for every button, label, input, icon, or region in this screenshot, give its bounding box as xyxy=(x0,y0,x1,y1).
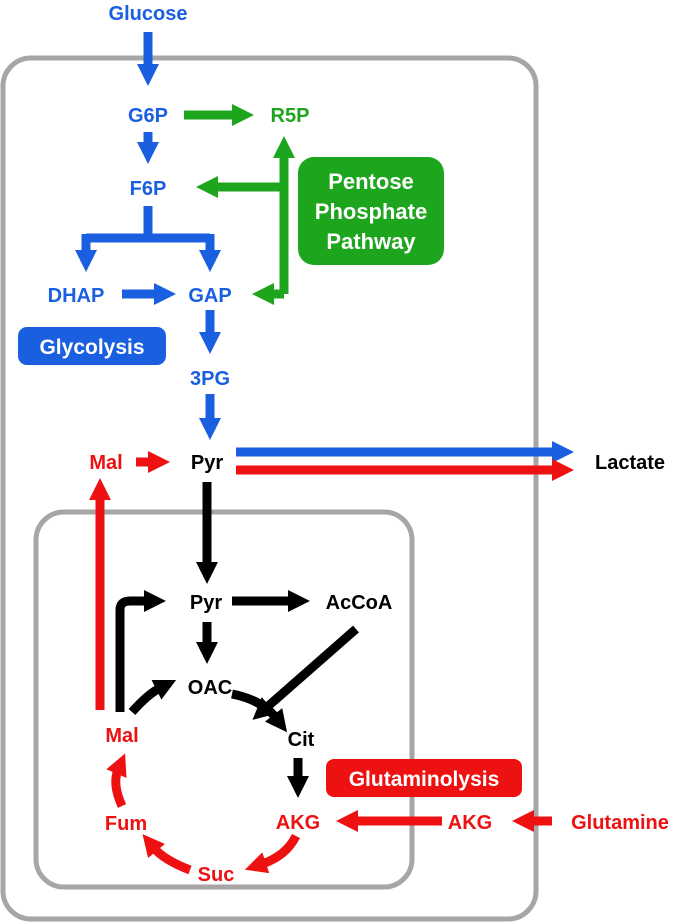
arrow-fum-mal xyxy=(106,753,127,808)
pentose-phosphate-box xyxy=(298,157,444,265)
cell-compartment xyxy=(0,55,539,922)
arrow-accoa-cit xyxy=(252,625,359,720)
node-akg-cytosol: AKG xyxy=(448,812,492,834)
node-glucose: Glucose xyxy=(109,3,188,25)
glycolysis-arrows xyxy=(75,32,574,463)
node-g6p: G6P xyxy=(128,105,168,127)
glutaminolysis-arrows xyxy=(89,451,574,875)
node-suc: Suc xyxy=(198,864,235,886)
arrow-oac-cit xyxy=(231,689,288,733)
arrow-mal-pyr-mito xyxy=(115,590,166,712)
node-3pg: 3PG xyxy=(190,368,230,390)
glutaminolysis-label: Glutaminolysis xyxy=(349,768,500,791)
mitochondrion-compartment xyxy=(33,509,415,890)
pentose-arrows xyxy=(184,104,295,305)
node-r5p: R5P xyxy=(271,105,310,127)
pentose-label-line1: Pentose xyxy=(328,169,414,194)
node-fum: Fum xyxy=(105,813,147,835)
glutaminolysis-box xyxy=(326,759,522,797)
node-oac: OAC xyxy=(188,677,232,699)
glycolysis-box xyxy=(18,327,166,365)
glycolysis-label: Glycolysis xyxy=(39,336,144,359)
node-akg-mito: AKG xyxy=(276,812,320,834)
node-f6p: F6P xyxy=(130,178,167,200)
node-glutamine: Glutamine xyxy=(571,812,669,834)
arrow-suc-fum xyxy=(142,834,192,875)
arrow-akg-suc xyxy=(244,833,301,874)
node-pyr-cytosol: Pyr xyxy=(191,452,223,474)
pentose-label-line2: Phosphate xyxy=(315,199,427,224)
node-mal-cytosol: Mal xyxy=(89,452,122,474)
node-pyr-mito: Pyr xyxy=(190,592,222,614)
node-lactate: Lactate xyxy=(595,452,665,474)
node-cit: Cit xyxy=(288,729,315,751)
node-dhap: DHAP xyxy=(48,285,105,307)
node-mal-mito: Mal xyxy=(105,725,138,747)
pentose-label-line3: Pathway xyxy=(326,229,416,254)
tca-arrows xyxy=(115,482,359,798)
node-gap: GAP xyxy=(188,285,231,307)
arrow-mal-oac xyxy=(128,679,177,715)
node-accoa: AcCoA xyxy=(326,592,393,614)
arrow-f6p-split xyxy=(86,206,210,243)
